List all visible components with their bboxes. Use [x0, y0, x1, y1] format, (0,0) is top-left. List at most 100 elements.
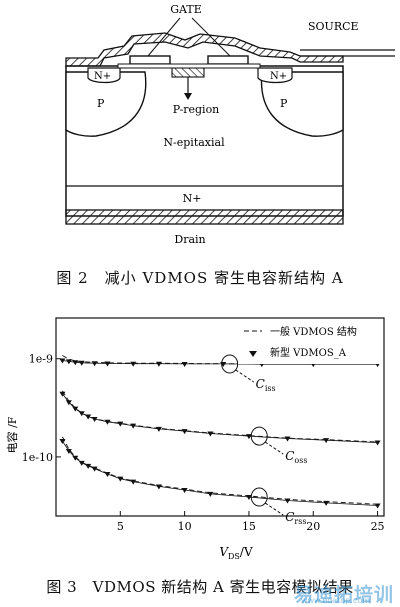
x-axis-title-main: V — [219, 545, 229, 559]
series-marker-new — [284, 498, 291, 504]
p-left-label: P — [97, 97, 105, 110]
p-well-left — [65, 71, 147, 137]
series-marker-new — [72, 406, 79, 412]
series-marker-new — [245, 434, 252, 440]
series-marker-new — [91, 361, 98, 367]
series-marker-new — [72, 455, 79, 461]
p-right-label: P — [280, 97, 288, 110]
series-line-new — [62, 440, 378, 506]
series-marker-new — [78, 460, 85, 466]
figure-3-caption: 图 3 VDMOS 新结构 A 寄生电容模拟结果 — [46, 578, 354, 596]
series-marker-new — [104, 471, 111, 477]
annotation-leader — [235, 369, 254, 383]
n-plus-right-region — [257, 67, 293, 84]
series-marker-new — [65, 400, 72, 406]
n-plus-right-label: N+ — [270, 71, 287, 82]
p-well-right — [260, 71, 344, 137]
y-axis-title: 电容 /F — [5, 416, 19, 453]
x-axis-title-unit: /V — [240, 545, 253, 559]
series-marker-new — [85, 463, 92, 469]
annotation-label-sub: iss — [265, 384, 276, 393]
series-marker-new — [91, 466, 98, 472]
legend-box — [238, 320, 382, 364]
figure-2-caption: 图 2 减小 VDMOS 寄生电容新结构 A — [56, 269, 344, 287]
legend-entry-conventional: 一般 VDMOS 结构 — [270, 325, 357, 338]
series-marker-new — [59, 358, 66, 364]
series-marker-new — [72, 360, 79, 366]
watermark-url: www.edatop.com — [300, 596, 370, 605]
legend-marker-sample — [249, 351, 257, 357]
n-plus-substrate-label: N+ — [183, 192, 202, 205]
annotation-label-sub: rss — [294, 517, 306, 526]
vdmos-structure-diagram: GATE SOURCE N+ N+ P P P-region N-epitaxi… — [65, 3, 395, 246]
series-marker-new — [85, 414, 92, 420]
x-tick-label: 15 — [242, 520, 256, 533]
series-marker-new — [284, 436, 291, 442]
gate-label: GATE — [170, 3, 202, 16]
series-marker-new — [117, 476, 124, 482]
annotation-label-main: C — [256, 377, 265, 391]
annotation-circle — [250, 426, 268, 446]
series-marker-new — [207, 491, 214, 497]
x-tick-label: 20 — [306, 520, 320, 533]
gate-oxide — [117, 63, 261, 69]
gate-leader-left — [147, 17, 181, 57]
series-line-new — [62, 393, 378, 443]
y-tick-label: 1e-10 — [22, 451, 53, 464]
series-marker-new — [155, 361, 162, 367]
p-region-arrowhead — [184, 93, 192, 100]
x-tick-label: 10 — [178, 520, 192, 533]
x-tick-label: 5 — [117, 520, 124, 533]
series-marker-new — [155, 484, 162, 490]
series-marker-new — [374, 503, 381, 509]
series-marker-new — [104, 361, 111, 367]
annotation-leader — [264, 441, 284, 455]
series-marker-new — [130, 423, 137, 429]
series-marker-new — [104, 419, 111, 425]
x-axis-title-sub: DS — [228, 552, 240, 561]
p-region-implant — [171, 67, 205, 78]
n-epitaxial-label: N-epitaxial — [163, 136, 225, 149]
series-marker-new — [323, 438, 330, 444]
annotation-circle — [221, 354, 239, 374]
series-marker-new — [207, 431, 214, 437]
series-marker-new — [117, 421, 124, 427]
gate-leader-right — [191, 17, 231, 57]
series-marker-new — [59, 391, 66, 397]
series-marker-new — [65, 448, 72, 454]
x-tick-label: 25 — [371, 520, 385, 533]
series-marker-new — [59, 439, 66, 445]
series-marker-new — [78, 411, 85, 417]
annotation-circle — [250, 487, 268, 507]
series-marker-new — [130, 479, 137, 485]
p-region-label: P-region — [173, 103, 220, 116]
series-line-conventional — [61, 436, 378, 505]
annotation-leader — [264, 502, 284, 516]
n-plus-left-region — [87, 67, 121, 84]
series-marker-new — [181, 361, 188, 367]
series-marker-new — [181, 429, 188, 435]
annotation-label: Coss — [285, 449, 307, 465]
annotation-label: Crss — [285, 510, 306, 526]
annotation-label-main: C — [285, 510, 294, 524]
series-marker-new — [91, 417, 98, 423]
x-axis-title: VDS/V — [219, 545, 253, 561]
series-marker-new — [130, 361, 137, 367]
legend-entry-new: 新型 VDMOS_A — [270, 346, 347, 359]
series-marker-new — [323, 500, 330, 506]
series-marker-new — [78, 360, 85, 366]
drain-label: Drain — [174, 233, 205, 246]
y-tick-label: 1e-9 — [29, 353, 53, 366]
gate-poly-left — [129, 55, 171, 65]
watermark-text: 易迪拓培训 — [293, 584, 394, 606]
drain-metal — [65, 209, 344, 225]
gate-poly-right — [207, 55, 249, 65]
annotation-label-main: C — [285, 449, 294, 463]
source-label: SOURCE — [308, 20, 359, 33]
series-marker-new — [65, 359, 72, 365]
series-marker-new — [374, 440, 381, 446]
n-plus-left-label: N+ — [94, 71, 111, 82]
annotation-label-sub: oss — [294, 456, 307, 465]
annotation-label: Ciss — [256, 377, 276, 393]
